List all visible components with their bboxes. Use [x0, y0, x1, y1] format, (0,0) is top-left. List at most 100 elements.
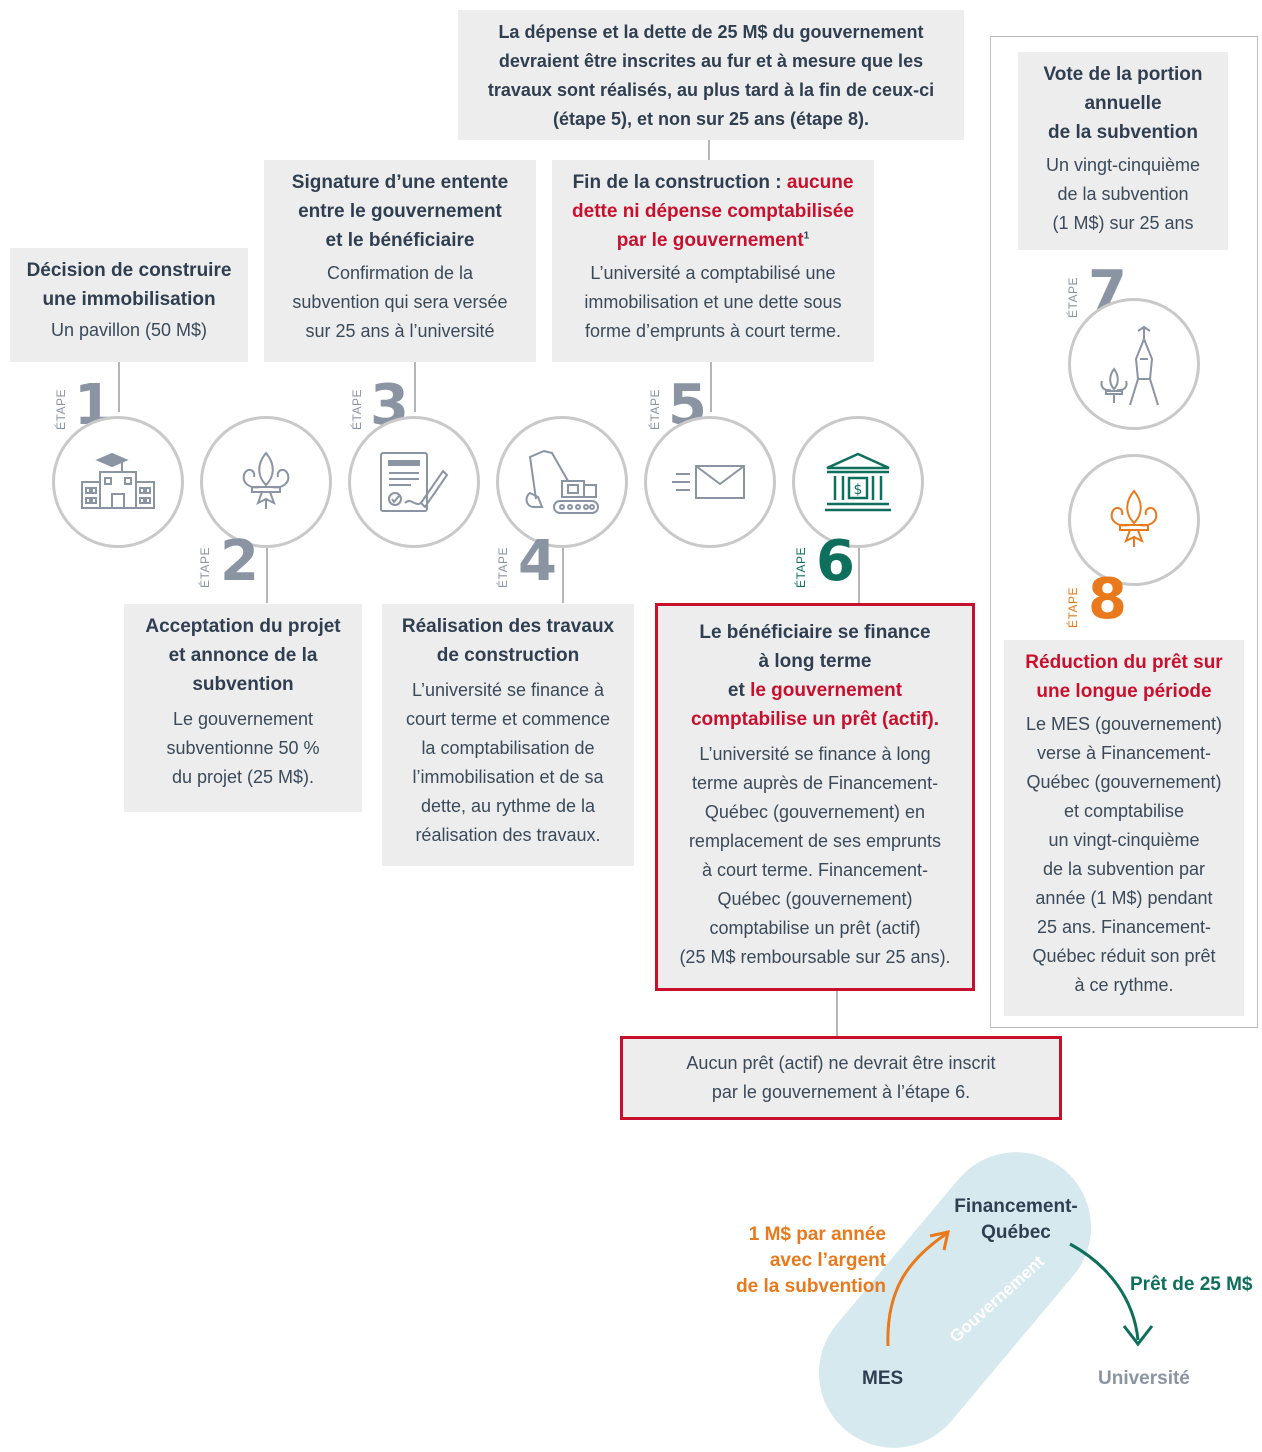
step-8-title: Réduction du prêt sur	[1025, 652, 1223, 673]
connector-top	[708, 140, 710, 160]
school-building-icon	[81, 452, 155, 509]
loan-label: Prêt de 25 M$	[1130, 1274, 1253, 1295]
step-4-text: la comptabilisation de	[421, 738, 595, 758]
step-3-text: subvention qui sera versée	[292, 292, 508, 312]
step-2-text: Le gouvernement	[172, 709, 314, 729]
step-5-title-red: aucune	[786, 172, 854, 193]
step-6-title: à long terme	[758, 651, 872, 672]
step-7-title: annuelle	[1084, 93, 1162, 114]
step-3-label: ÉTAPE	[350, 389, 364, 430]
connector-5	[710, 362, 712, 412]
connector-3	[414, 362, 416, 412]
step-7-label: ÉTAPE	[1066, 277, 1080, 318]
green-arrow	[1069, 1242, 1140, 1341]
step-6-circle: $	[792, 416, 924, 548]
step-4-text: réalisation des travaux.	[415, 825, 601, 845]
bottom-note: Aucun prêt (actif) ne devrait être inscr…	[620, 1036, 1062, 1120]
step-6-text: comptabilise un prêt (actif)	[709, 918, 921, 938]
orange-arrowhead	[929, 1230, 950, 1251]
step-2-title: Acceptation du projet	[145, 616, 341, 637]
step-7-title: de la subvention	[1048, 122, 1198, 143]
financement-quebec-line: Financement-	[954, 1196, 1078, 1217]
step-3-text: Confirmation de la	[326, 263, 474, 283]
step-7-box: Vote de la portion annuelle de la subven…	[1018, 52, 1228, 250]
step-6-text: Québec (gouvernement)	[717, 889, 913, 909]
step-6-text: à court terme. Financement-	[701, 860, 929, 880]
step-8-text: année (1 M$) pendant	[1035, 888, 1213, 908]
annual-payment-line: avec l’argent	[769, 1250, 886, 1271]
financement-quebec-label: Financement- Québec	[946, 1194, 1086, 1246]
step-8-number: 8	[1088, 567, 1127, 632]
step-7-text: (1 M$) sur 25 ans	[1052, 213, 1194, 233]
step-6-title-red: le gouvernement	[750, 680, 903, 701]
step-7-8-frame	[990, 36, 1258, 1028]
step-2-number: 2	[220, 529, 259, 594]
bottom-note-line: par le gouvernement à l’étape 6.	[711, 1082, 971, 1102]
step-1-box: Décision de construire une immobilisatio…	[10, 248, 248, 362]
green-arrowhead	[1122, 1325, 1154, 1347]
step-2-text: du projet (25 M$).	[171, 767, 315, 787]
step-3-title: et le bénéficiaire	[325, 230, 475, 251]
universite-label: Université	[1098, 1368, 1190, 1389]
step-8-text: de la subvention par	[1042, 859, 1206, 879]
step-4-circle	[496, 416, 628, 548]
step-1-label: ÉTAPE	[54, 389, 68, 430]
step-1-title: Décision de construire	[26, 260, 232, 281]
step-8-text: Le MES (gouvernement)	[1025, 714, 1223, 734]
step-5-circle	[644, 416, 776, 548]
step-8-circle	[1068, 454, 1200, 586]
step-8-box: Réduction du prêt sur une longue période…	[1004, 640, 1244, 1016]
step-8-label: ÉTAPE	[1066, 587, 1080, 628]
step-2-title: et annonce de la	[168, 645, 318, 666]
step-5-title-part: Fin de la construction :	[572, 172, 787, 193]
step-3-circle	[348, 416, 480, 548]
step-2-box: Acceptation du projet et annonce de la s…	[124, 604, 362, 812]
step-4-text: l’immobilisation et de sa	[412, 767, 604, 787]
step-3-title: entre le gouvernement	[298, 201, 502, 222]
step-5-label: ÉTAPE	[648, 389, 662, 430]
step-6-text: L’université se finance à long	[699, 744, 931, 764]
step-7-circle	[1068, 298, 1200, 430]
connector-2	[266, 548, 268, 603]
step-1-circle	[52, 416, 184, 548]
step-6-text: terme auprès de Financement-	[691, 773, 939, 793]
top-note-line: travaux sont réalisés, au plus tard à la…	[487, 80, 935, 100]
step-8-title: une longue période	[1036, 681, 1212, 702]
step-6-text: remplacement de ses emprunts	[688, 831, 942, 851]
step-7-text: de la subvention	[1057, 184, 1189, 204]
step-8-text: Québec réduit son prêt	[1032, 946, 1216, 966]
annual-payment-label: 1 M$ par année avec l’argent de la subve…	[700, 1222, 886, 1300]
step-4-text: court terme et commence	[405, 709, 611, 729]
top-note-line: (étape 5), et non sur 25 ans (étape 8).	[552, 109, 870, 129]
annual-payment-line: 1 M$ par année	[748, 1224, 886, 1245]
bottom-note-line: Aucun prêt (actif) ne devrait être inscr…	[686, 1053, 996, 1073]
connector-bottom	[836, 990, 838, 1038]
orange-arrow	[886, 1232, 947, 1347]
step-4-box: Réalisation des travaux de construction …	[382, 604, 634, 866]
top-note-line: devraient être inscrites au fur et à mes…	[498, 51, 924, 71]
step-2-text: subventionne 50 %	[166, 738, 320, 758]
step-6-title-line: et le gouvernement	[658, 676, 972, 705]
step-4-label: ÉTAPE	[496, 547, 510, 588]
step-8-text: et comptabilise	[1063, 801, 1185, 821]
parliament-vote-icon	[1100, 325, 1159, 406]
step-6-title: Le bénéficiaire se finance	[699, 622, 931, 643]
send-envelope-icon	[672, 465, 745, 499]
step-8-text: 25 ans. Financement-	[1036, 917, 1212, 937]
step-3-title: Signature d’une entente	[291, 172, 509, 193]
step-1-title: une immobilisation	[42, 289, 216, 310]
step-7-text: Un vingt-cinquième	[1045, 155, 1201, 175]
step-2-title: subvention	[192, 674, 294, 695]
step-3-text: sur 25 ans à l’université	[305, 321, 495, 341]
step-5-title: Fin de la construction : aucune	[552, 168, 874, 197]
step-5-box: Fin de la construction : aucune dette ni…	[552, 160, 874, 362]
step-6-box: Le bénéficiaire se finance à long terme …	[655, 603, 975, 991]
step-6-text: Québec (gouvernement) en	[704, 802, 926, 822]
fleur-de-lis-icon	[242, 451, 290, 509]
bank-icon: $	[825, 452, 891, 512]
government-band	[818, 1152, 1092, 1448]
step-5-text: L’université a comptabilisé une	[590, 263, 836, 283]
step-7-title: Vote de la portion	[1043, 64, 1203, 85]
step-8-text: Québec (gouvernement)	[1026, 772, 1222, 792]
step-4-text: dette, au rythme de la	[420, 796, 596, 816]
